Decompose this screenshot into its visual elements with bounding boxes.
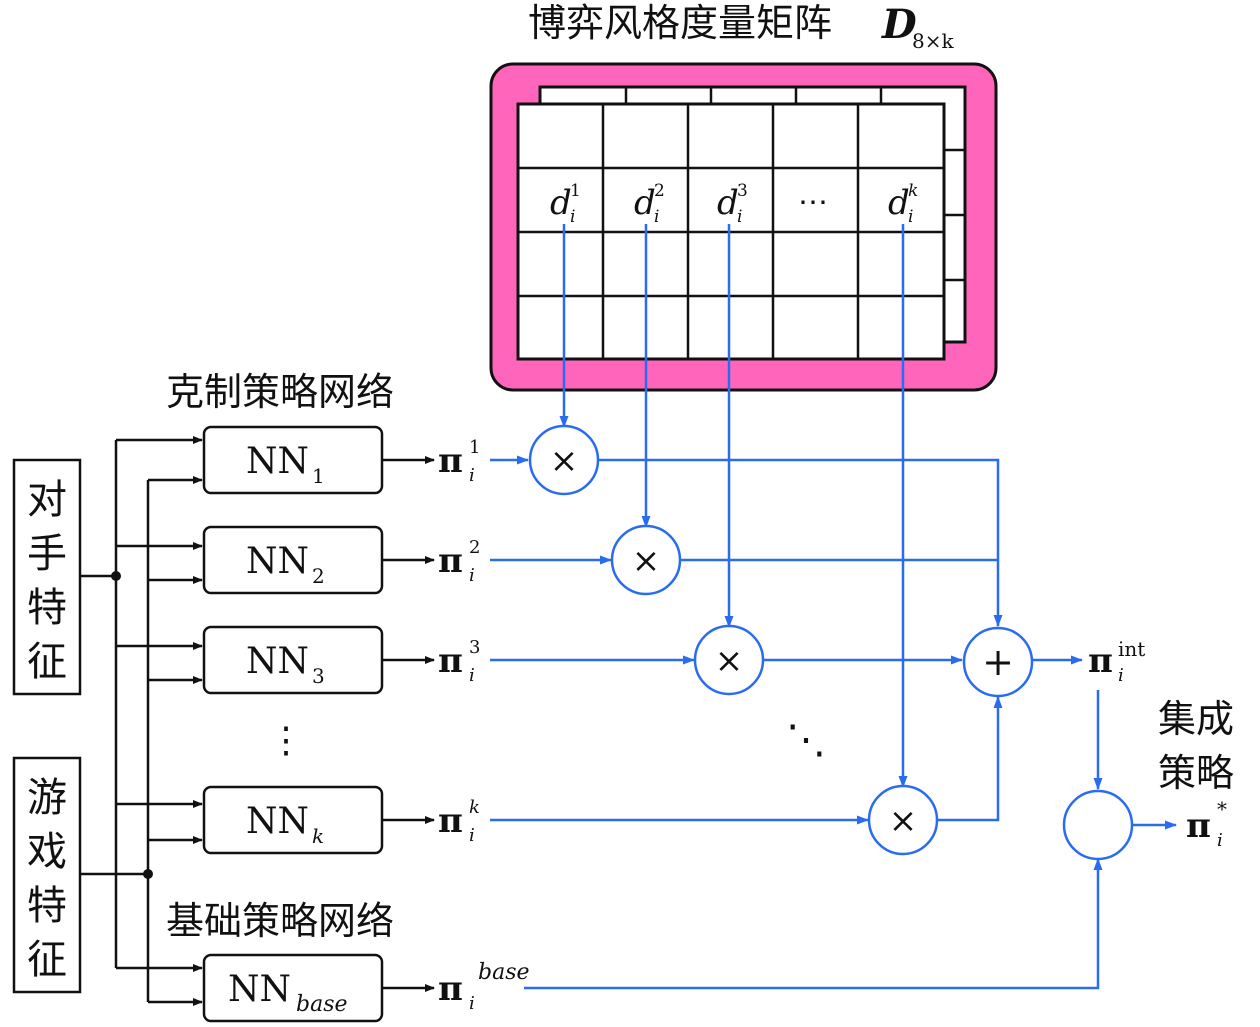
svg-text:×: × bbox=[632, 541, 661, 581]
multiply-node-3: × bbox=[693, 624, 765, 696]
svg-text:i: i bbox=[570, 207, 575, 227]
svg-text:1: 1 bbox=[469, 437, 480, 458]
svg-text:×: × bbox=[550, 441, 579, 481]
policy-pi-1: π 1 i bbox=[438, 437, 480, 486]
opponent-junction bbox=[111, 571, 121, 581]
matrix-cell-ellipsis: ⋯ bbox=[798, 185, 828, 220]
matrix-cell-d3: d 3 i bbox=[717, 181, 748, 227]
policy-pi-k: π k i bbox=[438, 797, 480, 846]
multipliers-ddots: ⋱ bbox=[786, 717, 826, 763]
svg-text:3: 3 bbox=[737, 181, 748, 201]
networks-vdots: ⋮ bbox=[268, 720, 304, 761]
svg-text:*: * bbox=[1217, 797, 1227, 821]
svg-text:base: base bbox=[478, 960, 530, 985]
sum-node: + bbox=[962, 626, 1034, 698]
svg-text:1: 1 bbox=[312, 464, 325, 488]
game-features-char-4: 征 bbox=[27, 937, 67, 983]
ensemble-label-line1: 集成 bbox=[1158, 697, 1234, 741]
policy-pi-3: π 3 i bbox=[438, 637, 480, 686]
svg-text:int: int bbox=[1118, 637, 1145, 661]
opponent-features-char-4: 征 bbox=[27, 639, 67, 685]
svg-text:d: d bbox=[888, 183, 910, 223]
ensemble-node bbox=[1062, 789, 1134, 861]
policy-pi-base: π base i bbox=[438, 960, 530, 1014]
svg-text:π: π bbox=[438, 969, 463, 1009]
matrix-cell-d2: d 2 i bbox=[634, 181, 665, 227]
matrix-cell-d1: d 1 i bbox=[550, 181, 581, 227]
svg-text:π: π bbox=[1088, 641, 1113, 681]
policy-pi-2: π 2 i bbox=[438, 537, 480, 586]
svg-text:NN: NN bbox=[246, 801, 309, 842]
svg-text:3: 3 bbox=[312, 664, 325, 688]
multiply-node-2: × bbox=[610, 524, 682, 596]
svg-text:k: k bbox=[908, 181, 918, 201]
opponent-features-char-2: 手 bbox=[27, 531, 67, 577]
nn-2-box: NN 2 bbox=[202, 525, 384, 595]
network-output-arrows bbox=[382, 456, 435, 992]
svg-text:1: 1 bbox=[570, 181, 581, 201]
svg-text:i: i bbox=[1118, 665, 1124, 686]
svg-text:3: 3 bbox=[469, 637, 480, 658]
game-features-char-3: 特 bbox=[27, 883, 67, 929]
svg-text:π: π bbox=[438, 541, 463, 581]
svg-text:i: i bbox=[469, 565, 475, 586]
matrix-title: 博弈风格度量矩阵 bbox=[528, 1, 832, 45]
svg-text:i: i bbox=[469, 465, 475, 486]
svg-text:base: base bbox=[296, 992, 348, 1017]
input-wiring bbox=[80, 440, 150, 1002]
svg-text:i: i bbox=[908, 207, 913, 227]
nn-1-box: NN 1 bbox=[202, 425, 384, 495]
matrix-cell-dk: d k i bbox=[888, 181, 918, 227]
svg-text:π: π bbox=[438, 801, 463, 841]
svg-text:2: 2 bbox=[469, 537, 480, 558]
nn-3-box: NN 3 bbox=[202, 625, 384, 695]
svg-text:i: i bbox=[469, 993, 475, 1014]
counter-policy-network-label: 克制策略网络 bbox=[166, 370, 394, 414]
game-junction bbox=[143, 869, 153, 879]
matrix-front-grid bbox=[518, 104, 944, 359]
svg-text:d: d bbox=[634, 183, 656, 223]
game-features-char-2: 戏 bbox=[27, 829, 67, 875]
svg-text:NN: NN bbox=[246, 441, 309, 482]
svg-text:i: i bbox=[737, 207, 742, 227]
ensemble-label-line2: 策略 bbox=[1158, 751, 1234, 795]
svg-text:d: d bbox=[717, 183, 739, 223]
svg-text:2: 2 bbox=[312, 564, 325, 588]
policy-pi-star: π * i bbox=[1186, 797, 1227, 851]
svg-text:NN: NN bbox=[246, 641, 309, 682]
svg-text:2: 2 bbox=[654, 181, 665, 201]
svg-text:i: i bbox=[1217, 830, 1223, 851]
svg-text:π: π bbox=[438, 441, 463, 481]
opponent-features-box bbox=[12, 458, 82, 696]
blue-wiring bbox=[490, 224, 1177, 990]
multiply-node-1: × bbox=[528, 424, 600, 496]
nn-base-box: NN base bbox=[202, 953, 384, 1023]
svg-text:NN: NN bbox=[228, 969, 291, 1010]
svg-text:NN: NN bbox=[246, 541, 309, 582]
policy-pi-int: π int i bbox=[1088, 637, 1145, 686]
svg-text:+: + bbox=[982, 640, 1014, 684]
svg-text:i: i bbox=[469, 825, 475, 846]
svg-text:k: k bbox=[312, 824, 324, 848]
input-arrows bbox=[116, 436, 203, 1006]
svg-text:×: × bbox=[889, 801, 918, 841]
svg-text:π: π bbox=[1186, 806, 1211, 846]
game-features-char-1: 游 bbox=[27, 775, 67, 821]
matrix-symbol: D bbox=[881, 1, 917, 48]
nn-k-box: NN k bbox=[202, 785, 384, 855]
base-policy-network-label: 基础策略网络 bbox=[166, 899, 394, 943]
svg-text:d: d bbox=[550, 183, 572, 223]
matrix-subscript: 8×k bbox=[912, 29, 954, 53]
opponent-features-char-3: 特 bbox=[27, 585, 67, 631]
svg-text:π: π bbox=[438, 641, 463, 681]
opponent-features-char-1: 对 bbox=[27, 477, 67, 523]
svg-text:×: × bbox=[715, 641, 744, 681]
svg-text:i: i bbox=[469, 665, 475, 686]
svg-text:k: k bbox=[469, 797, 480, 818]
matrix-back-grid bbox=[624, 87, 965, 282]
svg-text:i: i bbox=[654, 207, 659, 227]
multiply-node-k: × bbox=[867, 784, 939, 856]
